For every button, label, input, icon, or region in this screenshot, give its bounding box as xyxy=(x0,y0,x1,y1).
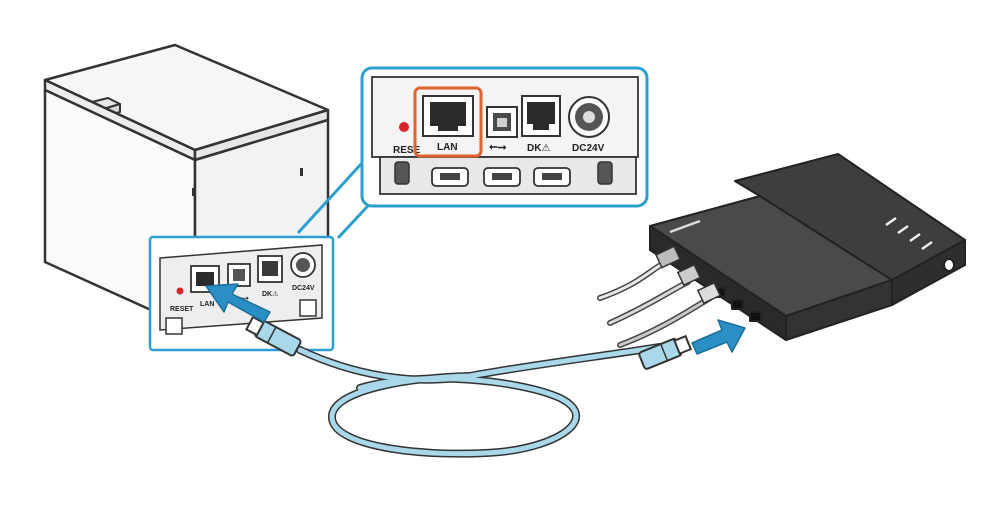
router-icon xyxy=(649,153,966,341)
existing-cables xyxy=(597,245,722,348)
printer-dk-label: DK⚠ xyxy=(262,290,279,298)
printer-lan-label: LAN xyxy=(200,301,214,308)
zoom-usb-label: ⭠⭢ xyxy=(489,141,507,153)
zoom-reset-led xyxy=(399,122,409,132)
printer-reset-led xyxy=(176,287,184,295)
zoom-dk-label: DK⚠ xyxy=(527,143,550,154)
zoom-dc24v-label: DC24V xyxy=(572,143,605,154)
zoom-usb-port xyxy=(486,106,518,138)
zoom-lan-highlight xyxy=(413,86,483,158)
zoom-reset-label: RESE xyxy=(393,145,421,156)
printer-dc24v-label: DC24V xyxy=(292,285,315,292)
printer-port-panel: RESET LAN ⭠⭢ DK⚠ DC24V xyxy=(148,235,335,352)
lan-cable-icon xyxy=(245,315,693,458)
printer-usb-label: ⭠⭢ xyxy=(236,293,249,302)
printer-reset-label: RESET xyxy=(170,306,194,313)
zoom-port-panel: RESE LAN ⭠⭢ DK⚠ DC24V xyxy=(360,66,649,208)
zoom-lan-label: LAN xyxy=(437,142,458,153)
insert-arrow-icon xyxy=(205,283,746,355)
